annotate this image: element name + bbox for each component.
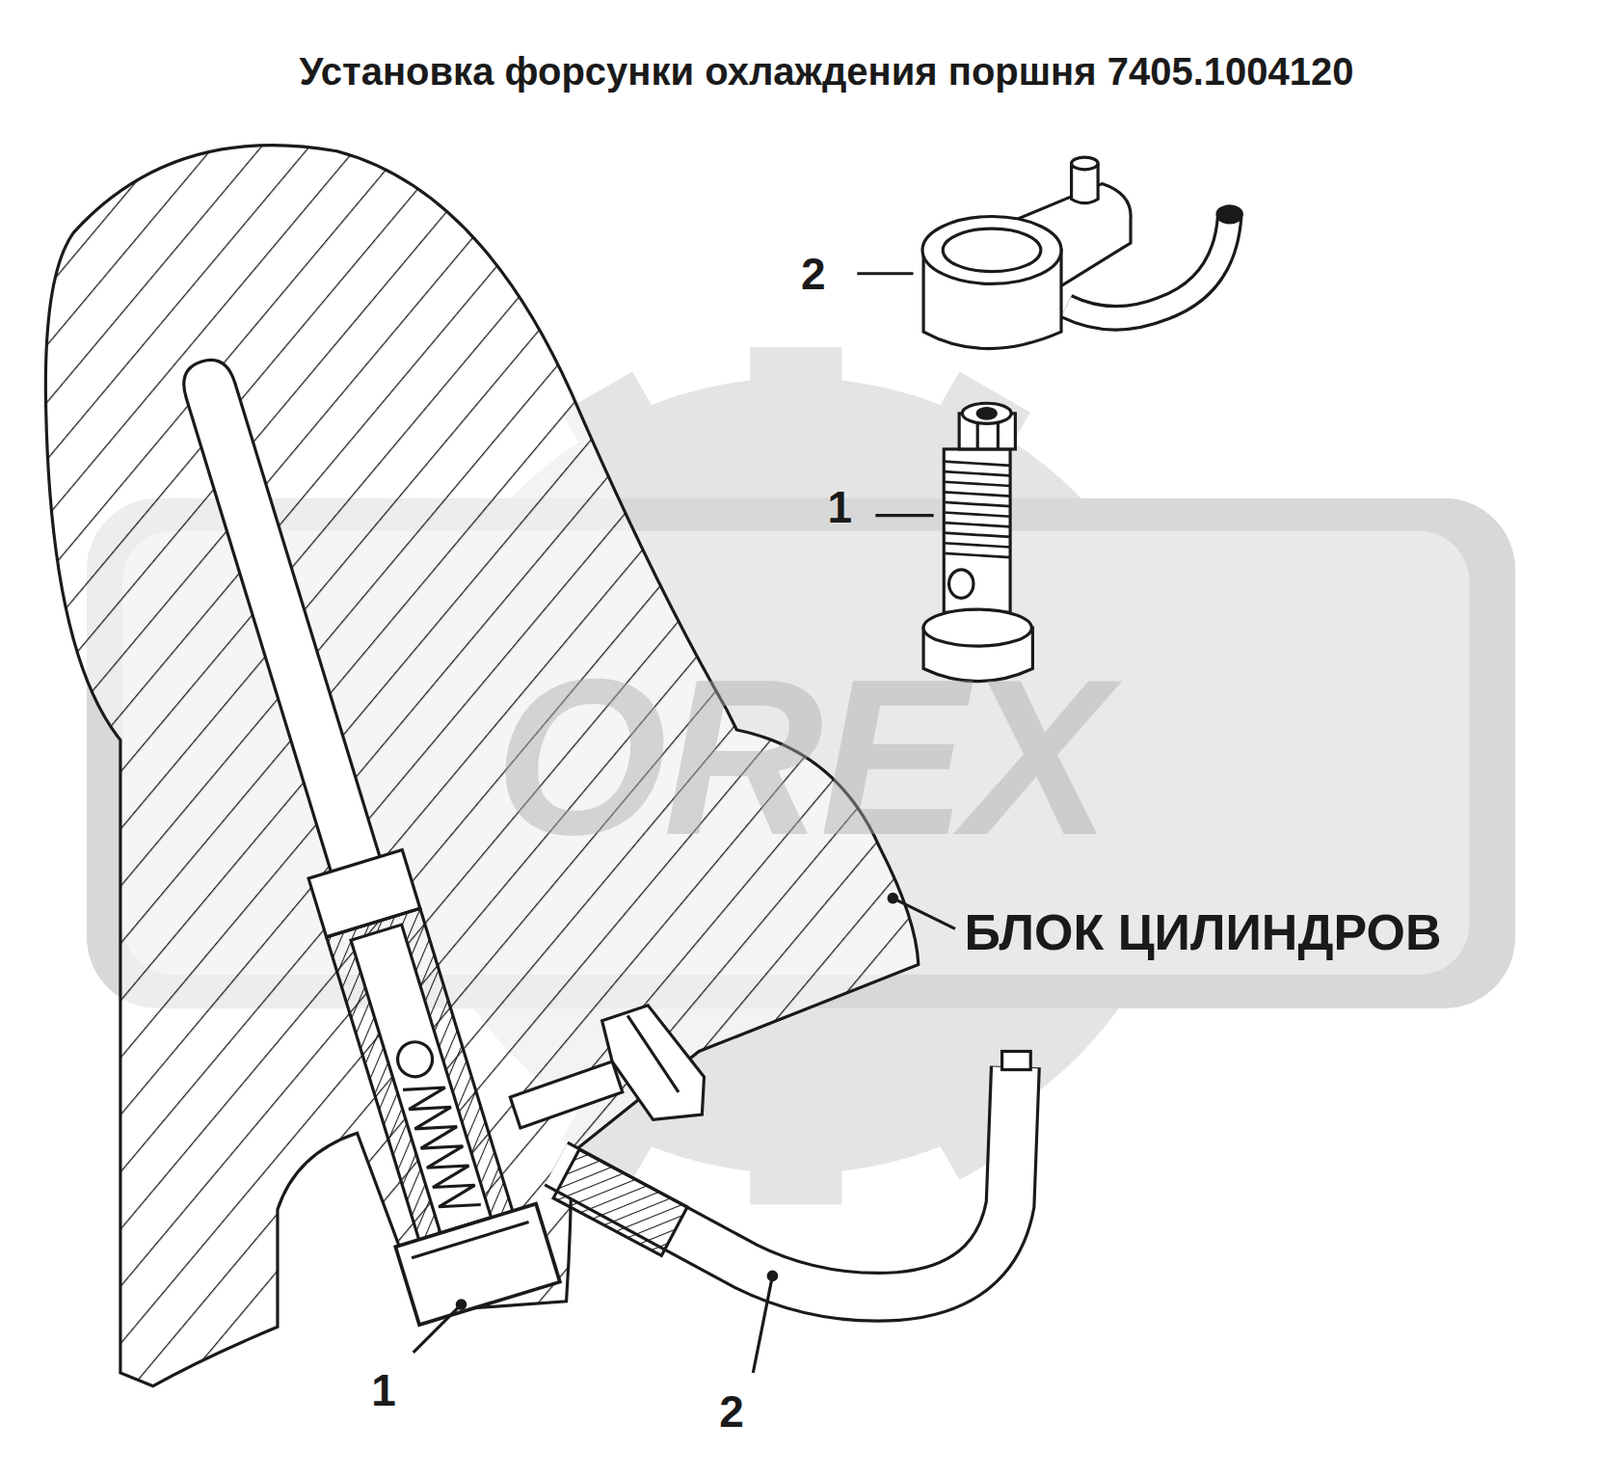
diagram-title: Установка форсунки охлаждения поршня 740… <box>298 52 1354 91</box>
callout-number: 2 <box>719 1388 745 1434</box>
callout-number: 1 <box>826 484 853 530</box>
callout-number: 1 <box>371 1367 397 1413</box>
part-name: БЛОК ЦИЛИНДРОВ <box>963 906 1441 958</box>
callout-number: 2 <box>800 251 827 296</box>
exploded-nozzle <box>922 157 1242 349</box>
pipe-bracket <box>509 1005 704 1128</box>
cooling-pipe <box>553 1050 1031 1297</box>
exploded-valve-bolt <box>923 402 1033 681</box>
watermark: OREX <box>494 646 1108 869</box>
